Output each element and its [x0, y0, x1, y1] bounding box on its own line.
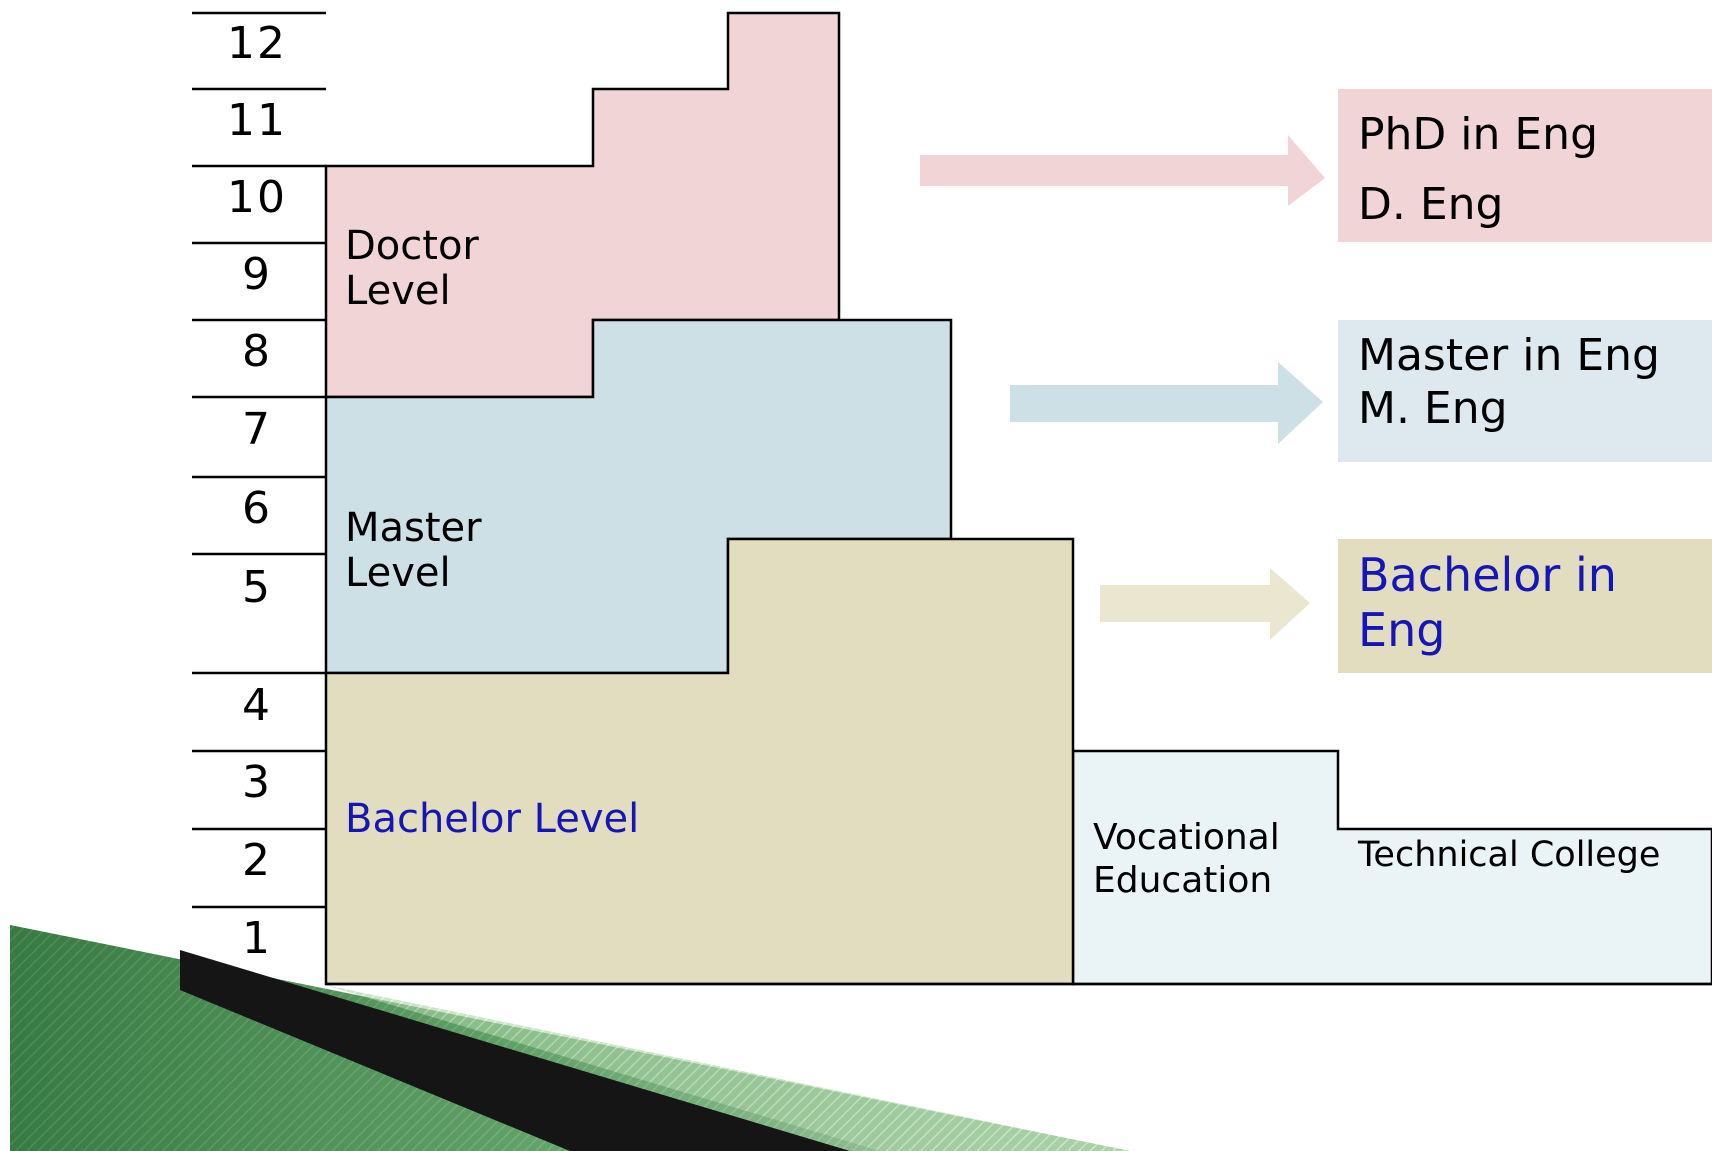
doctor-level-label-line1: Doctor	[345, 223, 479, 269]
master-degree-text: Master in Eng M. Eng	[1358, 330, 1660, 436]
doctor-degree-line2: D. Eng	[1358, 179, 1504, 231]
vocational-label-line2: Education	[1093, 860, 1273, 902]
doctor-level-label: Doctor Level	[345, 224, 479, 314]
year-6: 6	[242, 483, 272, 534]
vocational-education-label: Vocational Education	[1093, 816, 1280, 902]
master-degree-line1: Master in Eng	[1358, 330, 1660, 381]
master-level-label-line1: Master	[345, 505, 482, 551]
bachelor-level-label: Bachelor Level	[345, 796, 640, 842]
master-arrow	[1010, 362, 1323, 444]
decorative-corner-wedge	[10, 925, 1130, 1151]
doctor-degree-box	[1338, 89, 1712, 242]
year-5: 5	[242, 562, 272, 613]
bachelor-degree-text: Bachelor in Eng	[1358, 548, 1617, 658]
bachelor-degree-line1: Bachelor in	[1358, 548, 1617, 602]
bachelor-degree-box	[1338, 539, 1712, 673]
year-4: 4	[242, 680, 272, 731]
doctor-degree-line1: PhD in Eng	[1358, 109, 1599, 160]
year-12: 12	[227, 18, 287, 69]
master-level-label: Master Level	[345, 506, 482, 596]
master-degree-line2: M. Eng	[1358, 382, 1508, 434]
year-10: 10	[227, 172, 287, 223]
year-9: 9	[242, 249, 272, 300]
doctor-arrow	[920, 135, 1325, 206]
master-level-label-line2: Level	[345, 549, 451, 596]
vocational-label-line1: Vocational	[1093, 817, 1280, 858]
doctor-degree-text: PhD in Eng D. Eng	[1358, 100, 1598, 241]
doctor-level-label-line2: Level	[345, 267, 451, 314]
year-11: 11	[227, 95, 287, 146]
master-degree-box	[1338, 320, 1712, 462]
technical-college-label: Technical College	[1358, 835, 1661, 875]
year-scale-lines	[192, 11, 326, 909]
year-2: 2	[242, 835, 272, 886]
year-3: 3	[242, 757, 272, 808]
bachelor-arrow	[1100, 568, 1310, 640]
year-7: 7	[242, 404, 272, 455]
year-8: 8	[242, 326, 272, 377]
bachelor-degree-line2: Eng	[1358, 603, 1446, 658]
year-1: 1	[242, 913, 272, 964]
